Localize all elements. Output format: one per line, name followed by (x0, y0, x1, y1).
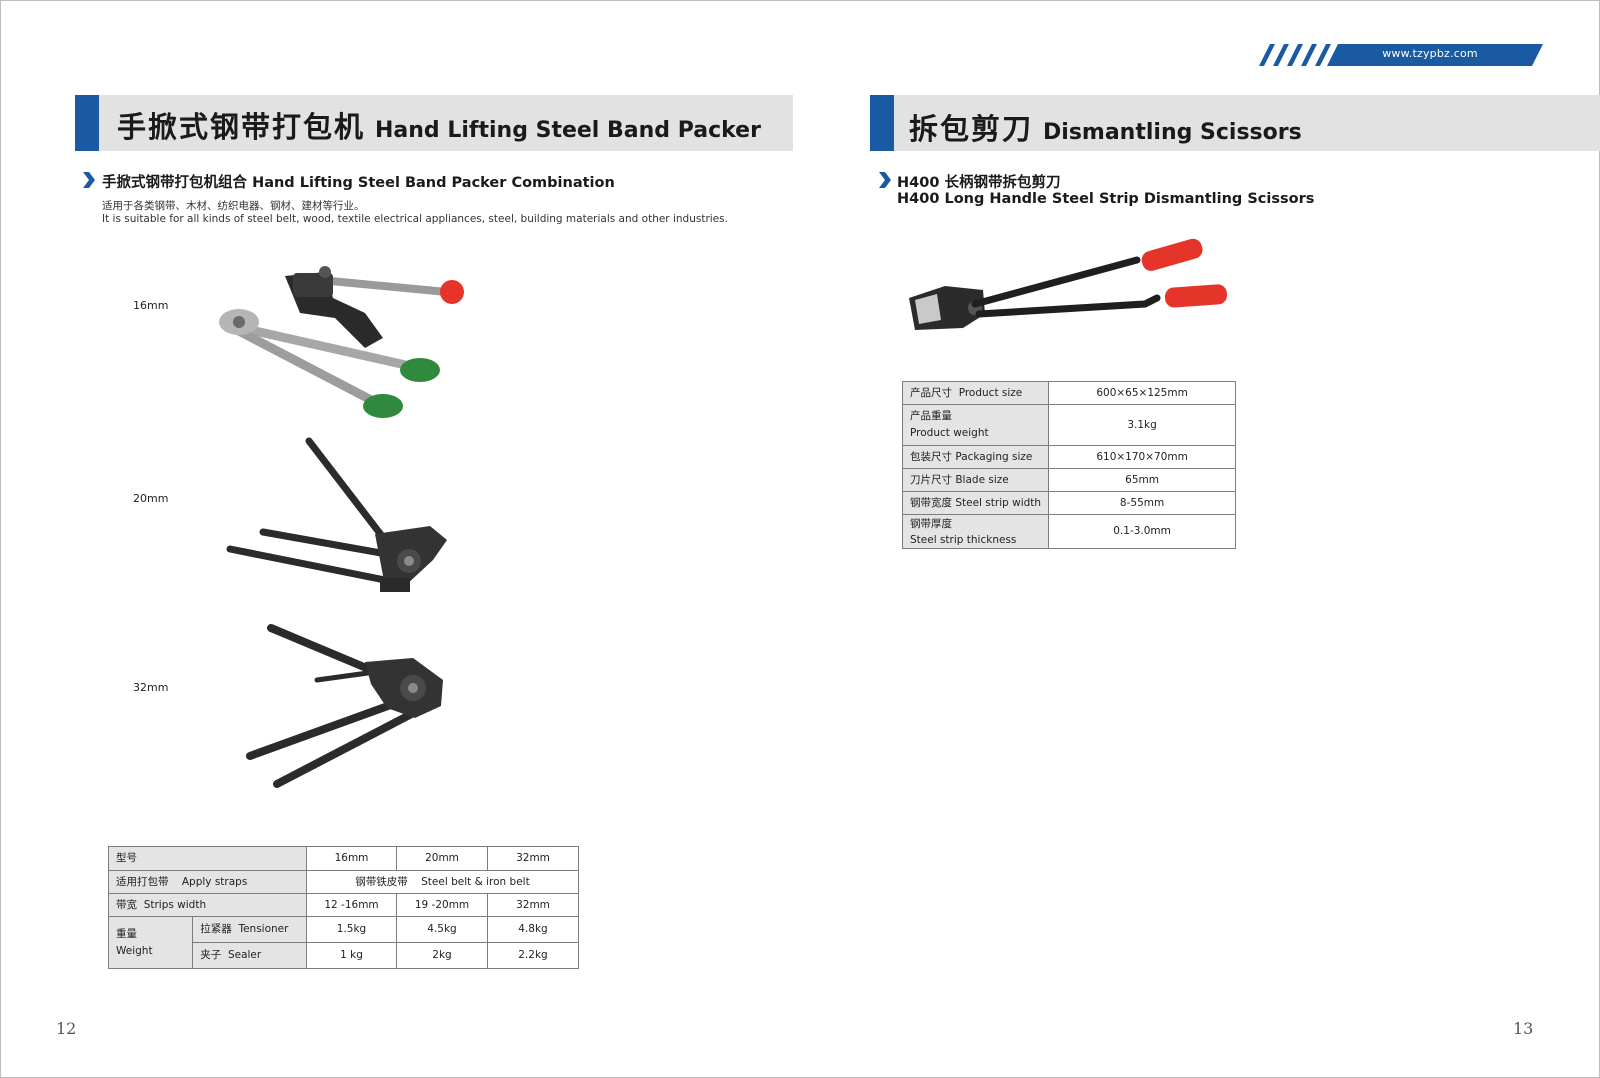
left-description-cn: 适用于各类钢带、木材、纺织电器、钢材、建材等行业。 (102, 200, 365, 212)
chevron-right-icon (879, 172, 891, 188)
left-header-accent (75, 95, 99, 151)
tensioner-32mm: 4.8kg (487, 916, 579, 943)
sealer-20mm: 2kg (396, 942, 488, 969)
spec-value: 0.1-3.0mm (1048, 514, 1237, 549)
model-label: 型号 (108, 846, 307, 871)
left-sub-title-cn: 手掀式钢带打包机组合 (102, 175, 247, 191)
right-sub-title-en: H400 Long Handle Steel Strip Dismantling… (897, 191, 1315, 207)
right-title-cn: 拆包剪刀 (909, 112, 1034, 146)
table-row: 刀片尺寸 Blade size 65mm (901, 468, 1237, 492)
spec-label: 包装尺寸 Packaging size (901, 445, 1050, 469)
table-row: 包装尺寸 Packaging size 610×170×70mm (901, 445, 1237, 469)
model-32mm: 32mm (487, 846, 579, 871)
width-20mm: 19 -20mm (396, 893, 488, 917)
website-banner (1259, 44, 1543, 66)
scissors-image (909, 238, 1228, 330)
right-page-title: 拆包剪刀 Dismantling Scissors (909, 106, 1302, 148)
table-row: 产品尺寸 Product size 600×65×125mm (901, 381, 1237, 405)
size-label-16mm: 16mm (133, 299, 169, 312)
width-label: 带宽 Strips width (108, 893, 307, 917)
right-header-band (870, 95, 1600, 151)
website-url: www.tzypbz.com (1382, 47, 1478, 60)
model-20mm: 20mm (396, 846, 488, 871)
page-number-right: 13 (1513, 1019, 1534, 1038)
table-row: 型号 16mm 20mm 32mm (108, 846, 579, 871)
tensioner-16mm: 1.5kg (306, 916, 397, 943)
straps-value: 钢带铁皮带 Steel belt & iron belt (306, 870, 579, 894)
tool-image-32mm (246, 624, 443, 788)
width-16mm: 12 -16mm (306, 893, 397, 917)
left-sub-title: 手掀式钢带打包机组合 Hand Lifting Steel Band Packe… (102, 171, 615, 192)
spec-label: 产品尺寸 Product size (901, 381, 1050, 405)
right-sub-title-cn: H400 长柄钢带拆包剪刀 (897, 175, 1061, 191)
table-row: 适用打包带 Apply straps 钢带铁皮带 Steel belt & ir… (108, 870, 579, 894)
right-title-en: Dismantling Scissors (1043, 120, 1302, 145)
left-title-en: Hand Lifting Steel Band Packer (375, 118, 761, 143)
page-number-left: 12 (56, 1019, 77, 1038)
left-description-en: It is suitable for all kinds of steel be… (102, 213, 728, 225)
spec-value: 610×170×70mm (1048, 445, 1237, 469)
left-spec-table: 型号 16mm 20mm 32mm 适用打包带 Apply straps 钢带铁… (107, 846, 579, 969)
width-32mm: 32mm (487, 893, 579, 917)
tensioner-20mm: 4.5kg (396, 916, 488, 943)
table-row: 钢带宽度 Steel strip width 8-55mm (901, 491, 1237, 515)
sealer-32mm: 2.2kg (487, 942, 579, 969)
chevron-right-icon (83, 172, 95, 188)
straps-label: 适用打包带 Apply straps (108, 870, 307, 894)
left-header-band (75, 95, 793, 151)
right-header-accent (870, 95, 894, 151)
sealer-16mm: 1 kg (306, 942, 397, 969)
left-title-cn: 手掀式钢带打包机 (117, 110, 366, 144)
left-sub-title-en: Hand Lifting Steel Band Packer Combinati… (252, 175, 615, 191)
spec-label: 钢带宽度 Steel strip width (901, 491, 1050, 515)
tool-image-16mm (219, 266, 464, 418)
tensioner-label: 拉紧器 Tensioner (192, 916, 307, 943)
size-label-20mm: 20mm (133, 492, 169, 505)
size-label-32mm: 32mm (133, 681, 169, 694)
spec-value: 65mm (1048, 468, 1237, 492)
sealer-label: 夹子 Sealer (192, 942, 307, 969)
spec-value: 8-55mm (1048, 491, 1237, 515)
table-row: 夹子 Sealer 1 kg 2kg 2.2kg (109, 942, 579, 969)
model-16mm: 16mm (306, 846, 397, 871)
tool-image-20mm (226, 437, 447, 592)
spec-value: 3.1kg (1048, 404, 1237, 446)
spec-label: 刀片尺寸 Blade size (901, 468, 1050, 492)
table-row: 带宽 Strips width 12 -16mm 19 -20mm 32mm (108, 893, 579, 917)
spec-value: 600×65×125mm (1048, 381, 1237, 405)
left-page-title: 手掀式钢带打包机 Hand Lifting Steel Band Packer (117, 104, 761, 146)
